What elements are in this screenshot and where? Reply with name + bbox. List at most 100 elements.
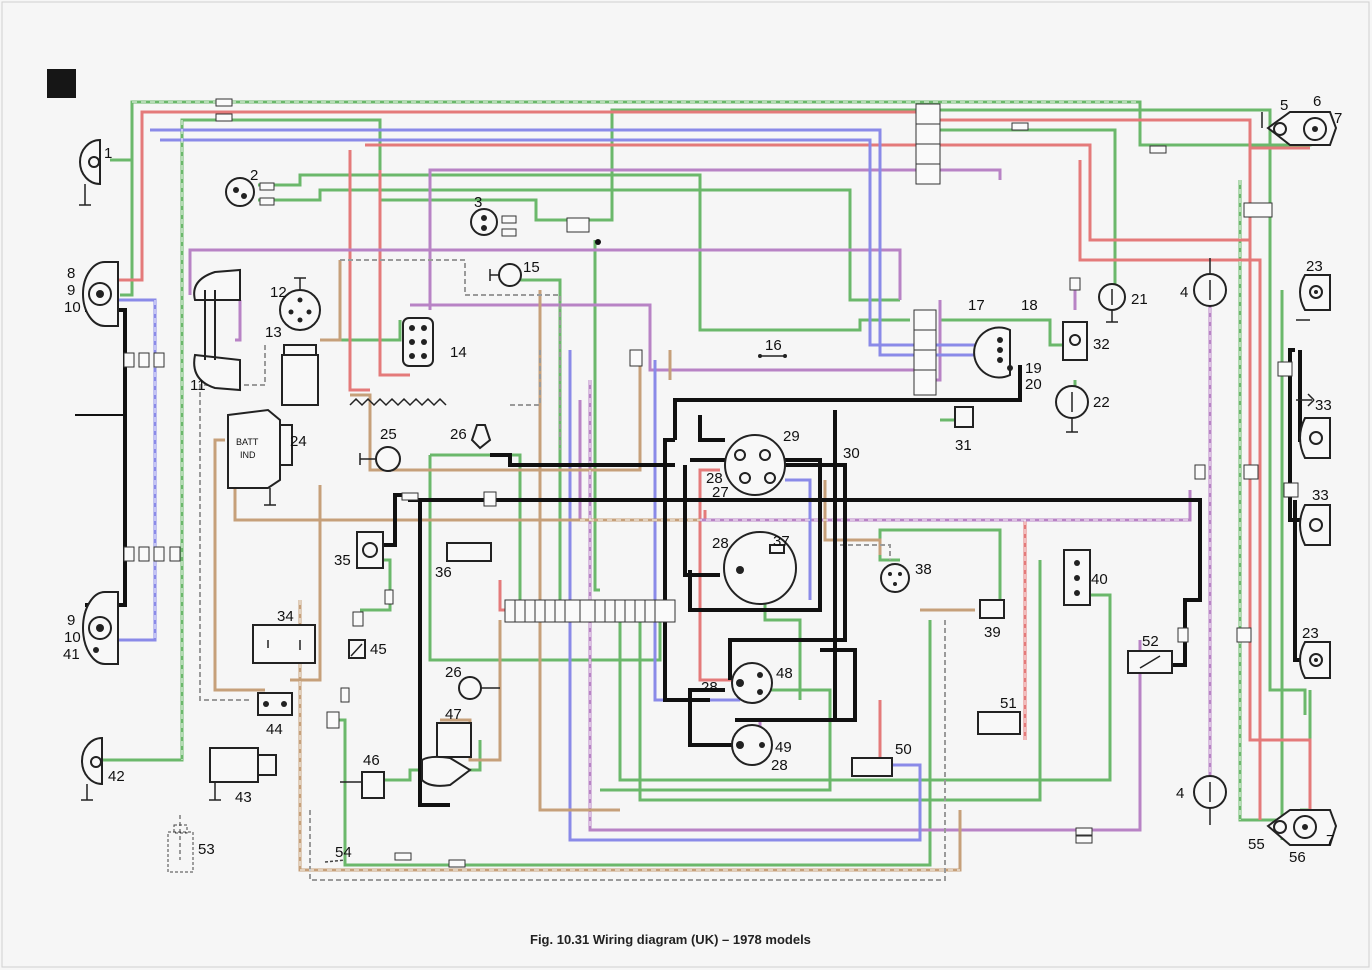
label-19: 19 [1025,360,1042,377]
label-10-upper: 10 [64,299,81,316]
switch-45-icon [348,639,366,659]
figure-caption: Fig. 10.31 Wiring diagram (UK) – 1978 mo… [530,932,811,947]
label-46: 46 [363,752,380,769]
label-34: 34 [277,608,294,625]
gauge-21-icon [1098,283,1126,323]
switch-37-icon [723,531,797,605]
label-28-c: 28 [701,679,718,696]
lamp-33-lower-icon [1299,504,1331,546]
gauge-32-icon [1062,321,1088,361]
label-35: 35 [334,552,351,569]
label-33-lower: 33 [1312,487,1329,504]
label-37: 37 [773,533,790,550]
optional-unit-53-icon [167,824,194,873]
fuse-16-icon [758,354,787,358]
headlamp-left-icon [82,261,119,327]
switch-14-icon [402,317,434,367]
label-16: 16 [765,337,782,354]
horn-11-icon [193,268,241,392]
ignition-switch-27-icon [724,434,786,496]
switch-31-icon [954,406,974,428]
label-51: 51 [1000,695,1017,712]
label-23-lower: 23 [1302,625,1319,642]
connector-blocks [123,98,1299,868]
label-18: 18 [1021,297,1038,314]
lamp-4-upper-icon [1193,258,1227,307]
switch-52-icon [1127,650,1173,674]
label-36: 36 [435,564,452,581]
label-23-upper: 23 [1306,258,1323,275]
label-42: 42 [108,768,125,785]
switch-36-icon [446,542,492,562]
solenoid-44-icon [257,692,293,716]
label-15: 15 [523,259,540,276]
label-28-d: 28 [771,757,788,774]
switch-40-icon [1063,549,1091,606]
label-29: 29 [783,428,800,445]
switch-49-icon [731,724,773,766]
rear-lamp-upper-icon [1261,111,1338,146]
wires-red [118,110,1312,820]
label-24: 24 [290,433,307,450]
side-lamp-1-icon [79,138,101,206]
rear-lamp-lower-icon [1266,809,1338,846]
label-38: 38 [915,561,932,578]
label-30: 30 [843,445,860,462]
label-32: 32 [1093,336,1110,353]
label-48: 48 [776,665,793,682]
wiper-motor-47-icon [421,722,472,787]
label-31: 31 [955,437,972,454]
ignition-coil-13-icon [281,344,319,406]
headlamp-lower-left-icon [82,591,119,665]
label-21: 21 [1131,291,1148,308]
optional-switch-54-icon [324,859,346,863]
label-22: 22 [1093,394,1110,411]
label-28-a: 28 [706,470,723,487]
label-26-upper: 26 [450,426,467,443]
label-43: 43 [235,789,252,806]
relay-2-icon [225,177,255,207]
label-26-lower: 26 [445,664,462,681]
distributor-12-icon [279,277,321,331]
switch-51-icon [977,711,1021,735]
switch-3-icon [470,208,498,236]
label-14: 14 [450,344,467,361]
switch-46-icon [340,771,385,799]
label-33-upper: 33 [1315,397,1332,414]
label-28-b: 28 [712,535,729,552]
lamp-42-icon [81,736,103,801]
label-8: 8 [67,265,75,282]
label-44: 44 [266,721,283,738]
earth-symbols [1296,319,1315,407]
label-40: 40 [1091,571,1108,588]
label-4-upper: 4 [1180,284,1188,301]
corner-marker [47,69,76,98]
switch-48-icon [731,662,773,704]
label-39: 39 [984,624,1001,641]
switch-39-icon [979,599,1005,619]
label-1: 1 [104,145,112,162]
connector-38-icon [880,563,910,593]
label-7-lower: 7 [1326,832,1334,849]
label-11: 11 [190,377,206,394]
terminal-batt: BATT [236,437,259,447]
switch-26-upper-icon [470,424,492,450]
lamp-4-lower-icon [1193,775,1227,825]
label-49: 49 [775,739,792,756]
label-41: 41 [63,646,80,663]
label-27: 27 [712,484,729,501]
instrument-cluster-icon [973,326,1013,379]
gauge-22-icon [1055,385,1089,433]
label-52: 52 [1142,633,1159,650]
label-12: 12 [270,284,287,301]
sender-15-icon [489,263,522,287]
label-17: 17 [968,297,985,314]
terminal-ind: IND [240,450,256,460]
ballast-resistor-coil [349,397,447,407]
label-9-upper: 9 [67,282,75,299]
label-7-upper: 7 [1334,110,1342,127]
label-47: 47 [445,706,462,723]
switch-50-icon [851,757,893,777]
